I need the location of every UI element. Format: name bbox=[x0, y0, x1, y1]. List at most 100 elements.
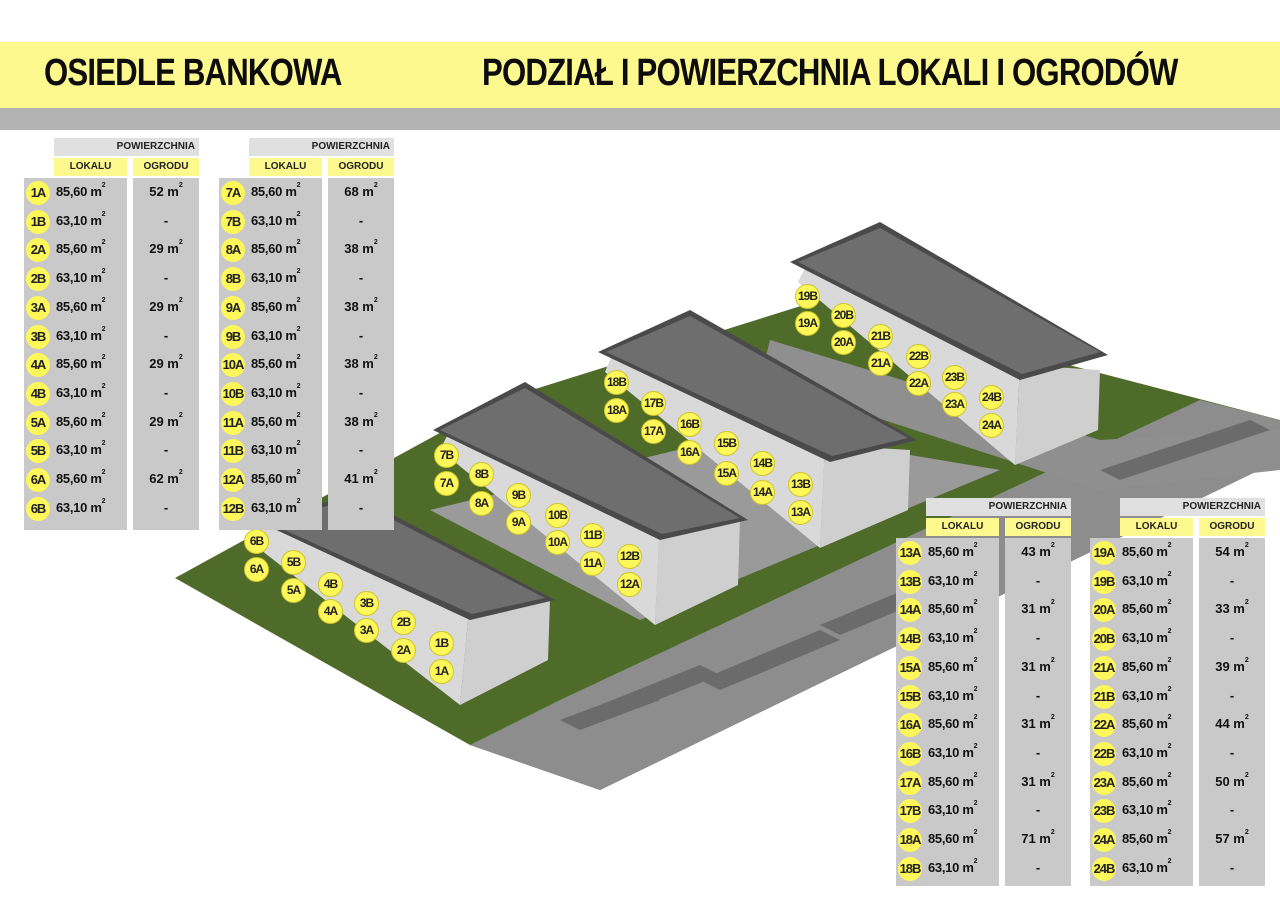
unit-badge: 17A bbox=[898, 770, 922, 795]
table-group-header: POWIERZCHNIA bbox=[249, 138, 394, 156]
garden-area: - bbox=[1229, 572, 1235, 588]
unit-area: 85,60 m2 bbox=[251, 182, 301, 199]
unit-marker: 9A bbox=[506, 510, 531, 535]
header-banner bbox=[0, 42, 1280, 108]
unit-area: 63,10 m2 bbox=[56, 268, 106, 286]
garden-area: - bbox=[163, 499, 169, 515]
garden-area: - bbox=[1229, 630, 1235, 646]
unit-marker: 22A bbox=[906, 371, 931, 396]
garden-area: - bbox=[1229, 859, 1235, 875]
unit-area: 63,10 m2 bbox=[1122, 570, 1172, 588]
unit-badge: 9A bbox=[221, 295, 245, 320]
garden-area: 62 m2 bbox=[149, 469, 183, 486]
table-group-header: POWIERZCHNIA bbox=[54, 138, 199, 156]
garden-area: - bbox=[358, 384, 364, 400]
unit-badge: 13B bbox=[898, 569, 922, 594]
garden-area: - bbox=[358, 212, 364, 228]
unit-badge: 3B bbox=[26, 324, 50, 349]
unit-badge: 11B bbox=[221, 439, 245, 464]
unit-badge: 21A bbox=[1092, 655, 1116, 680]
garden-area: - bbox=[163, 327, 169, 343]
garden-area: 38 m2 bbox=[344, 354, 378, 372]
garden-area: - bbox=[1229, 744, 1235, 760]
garden-area: 31 m2 bbox=[1021, 656, 1055, 674]
garden-area: - bbox=[163, 212, 169, 228]
unit-area: 63,10 m2 bbox=[251, 440, 301, 458]
unit-area: 63,10 m2 bbox=[1122, 628, 1172, 646]
unit-marker: 16B bbox=[677, 412, 702, 437]
unit-area: 85,60 m2 bbox=[251, 296, 301, 314]
unit-marker: 19A bbox=[795, 311, 820, 336]
unit-marker: 14A bbox=[750, 480, 775, 505]
unit-marker: 13B bbox=[788, 472, 813, 497]
unit-marker: 21A bbox=[868, 351, 893, 376]
unit-marker: 23A bbox=[942, 392, 967, 417]
unit-badge: 10A bbox=[221, 353, 245, 378]
unit-area: 85,60 m2 bbox=[928, 656, 978, 674]
garden-area: - bbox=[1229, 802, 1235, 818]
unit-marker: 20A bbox=[831, 330, 856, 355]
garden-area: 43 m2 bbox=[1021, 542, 1055, 559]
unit-area: 85,60 m2 bbox=[928, 771, 978, 789]
unit-marker: 2A bbox=[391, 638, 416, 663]
unit-marker: 13A bbox=[788, 500, 813, 525]
unit-marker: 17B bbox=[641, 391, 666, 416]
garden-area: 33 m2 bbox=[1215, 599, 1249, 617]
header-divider bbox=[0, 108, 1280, 130]
garden-area: - bbox=[1035, 859, 1041, 875]
unit-area: 63,10 m2 bbox=[56, 440, 106, 458]
unit-marker: 3B bbox=[354, 591, 379, 616]
garden-area: 68 m2 bbox=[344, 182, 378, 199]
unit-marker: 1B bbox=[429, 631, 454, 656]
col-header-garden: OGRODU bbox=[133, 158, 199, 176]
table-group-header: POWIERZCHNIA bbox=[1120, 498, 1265, 516]
garden-area: 57 m2 bbox=[1215, 829, 1249, 846]
unit-badge: 16B bbox=[898, 741, 922, 766]
unit-badge: 16A bbox=[898, 713, 922, 738]
unit-area: 63,10 m2 bbox=[251, 325, 301, 343]
unit-area: 63,10 m2 bbox=[56, 325, 106, 343]
garden-column-bg bbox=[328, 178, 394, 530]
unit-area: 63,10 m2 bbox=[251, 497, 301, 515]
unit-marker: 7A bbox=[434, 471, 459, 496]
unit-badge: 23A bbox=[1092, 770, 1116, 795]
garden-area: 52 m2 bbox=[149, 182, 183, 199]
unit-marker: 24A bbox=[979, 413, 1004, 438]
unit-area: 63,10 m2 bbox=[1122, 685, 1172, 703]
unit-area: 63,10 m2 bbox=[928, 742, 978, 760]
unit-badge: 5A bbox=[26, 410, 50, 435]
unit-badge: 14B bbox=[898, 627, 922, 652]
unit-marker: 4B bbox=[318, 572, 343, 597]
unit-badge: 7A bbox=[221, 181, 245, 205]
unit-area: 63,10 m2 bbox=[56, 497, 106, 515]
unit-badge: 18B bbox=[898, 856, 922, 881]
garden-area: - bbox=[358, 499, 364, 515]
unit-marker: 2B bbox=[391, 610, 416, 635]
unit-marker: 24B bbox=[979, 385, 1004, 410]
garden-column-bg bbox=[1199, 538, 1265, 886]
unit-marker: 15A bbox=[714, 461, 739, 486]
unit-badge: 10B bbox=[221, 381, 245, 406]
garden-area: 39 m2 bbox=[1215, 656, 1249, 674]
unit-badge: 12A bbox=[221, 468, 245, 492]
garden-area: - bbox=[1035, 572, 1041, 588]
unit-marker: 22B bbox=[906, 344, 931, 369]
garden-area: - bbox=[358, 442, 364, 458]
unit-badge: 24A bbox=[1092, 828, 1116, 852]
